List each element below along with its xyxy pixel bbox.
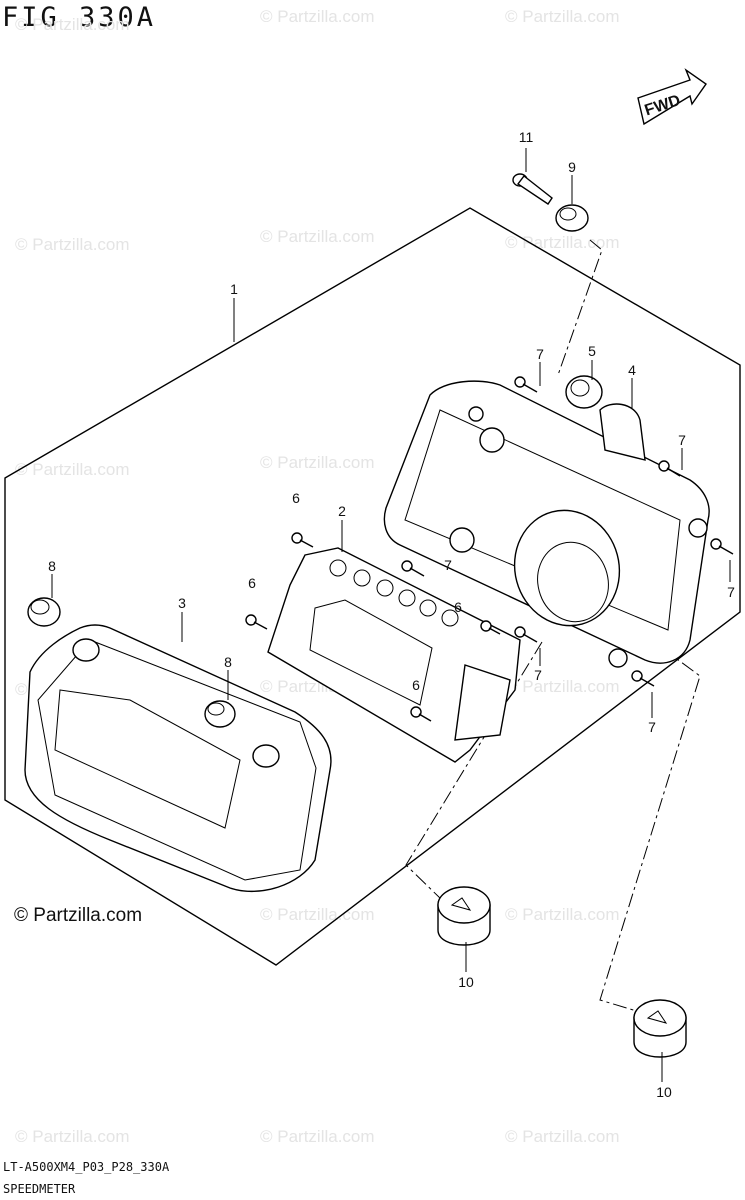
- watermark: © Partzilla.com: [505, 677, 620, 696]
- screw-icon: [410, 706, 432, 722]
- screw-icon: [245, 614, 268, 630]
- watermark: © Partzilla.com: [15, 460, 130, 479]
- callout-3: 3: [178, 595, 186, 611]
- bolt-icon: [512, 173, 553, 205]
- alignment-line: [557, 239, 603, 376]
- callout-1: 1: [230, 281, 238, 297]
- copyright-text: © Partzilla.com: [14, 905, 143, 926]
- fwd-arrow-icon: FWD: [637, 68, 707, 126]
- callout-4: 4: [628, 362, 636, 378]
- figure-name: SPEEDMETER: [3, 1182, 76, 1196]
- callout-7: 7: [648, 719, 656, 735]
- figure-code: LT-A500XM4_P03_P28_330A: [3, 1160, 170, 1174]
- watermark: © Partzilla.com: [15, 235, 130, 254]
- watermark: © Partzilla.com: [15, 15, 130, 34]
- watermark: © Partzilla.com: [505, 1127, 620, 1146]
- callout-7: 7: [727, 584, 735, 600]
- damper-icon: [633, 999, 687, 1058]
- callout-leaders: [51, 148, 731, 1082]
- screw-icon: [514, 376, 538, 393]
- alignment-line: [599, 647, 701, 1013]
- callout-8: 8: [224, 654, 232, 670]
- screw-icon: [631, 670, 655, 687]
- watermark: © Partzilla.com: [505, 905, 620, 924]
- watermark: © Partzilla.com: [260, 1127, 375, 1146]
- watermark: © Partzilla.com: [505, 7, 620, 26]
- screw-icon: [291, 532, 314, 548]
- callout-2: 2: [338, 503, 346, 519]
- damper-icon: [437, 886, 491, 946]
- callout-6: 6: [292, 490, 300, 506]
- callout-9: 9: [568, 159, 576, 175]
- callout-11: 11: [519, 129, 534, 145]
- meter-case-rear: [383, 380, 710, 668]
- watermark: © Partzilla.com: [260, 453, 375, 472]
- watermark: © Partzilla.com: [260, 227, 375, 246]
- callout-10: 10: [458, 974, 474, 990]
- meter-cover-front: [24, 624, 332, 892]
- callout-6: 6: [412, 677, 420, 693]
- callout-7: 7: [444, 557, 452, 573]
- callout-10: 10: [656, 1084, 672, 1100]
- screw-icon: [401, 560, 425, 577]
- grommet-icon: [555, 204, 589, 232]
- figure-title: FIG 330A: [2, 2, 157, 33]
- circuit-board: [267, 547, 521, 763]
- screw-icon: [658, 460, 681, 477]
- knob-icon: [27, 597, 61, 627]
- callout-7: 7: [678, 432, 686, 448]
- callout-7: 7: [534, 667, 542, 683]
- screw-icon: [480, 620, 501, 635]
- watermark: © Partzilla.com: [505, 233, 620, 252]
- watermark: © Partzilla.com: [260, 905, 375, 924]
- knob-icon: [204, 700, 236, 728]
- callout-8: 8: [48, 558, 56, 574]
- callout-7: 7: [536, 346, 544, 362]
- callout-numbers: 1 2 3 4 5 6 6 6 6 7 7 7 7 7 7 8 8 9 10 1…: [48, 129, 735, 1100]
- watermark: © Partzilla.com: [260, 7, 375, 26]
- callout-5: 5: [588, 343, 596, 359]
- assembly-outline: [4, 207, 741, 966]
- callout-6: 6: [454, 599, 462, 615]
- screw-icon: [514, 626, 538, 643]
- screw-icon: [710, 538, 734, 555]
- watermark: © Partzilla.com: [15, 1127, 130, 1146]
- callout-6: 6: [248, 575, 256, 591]
- grommet-icon: [565, 375, 603, 409]
